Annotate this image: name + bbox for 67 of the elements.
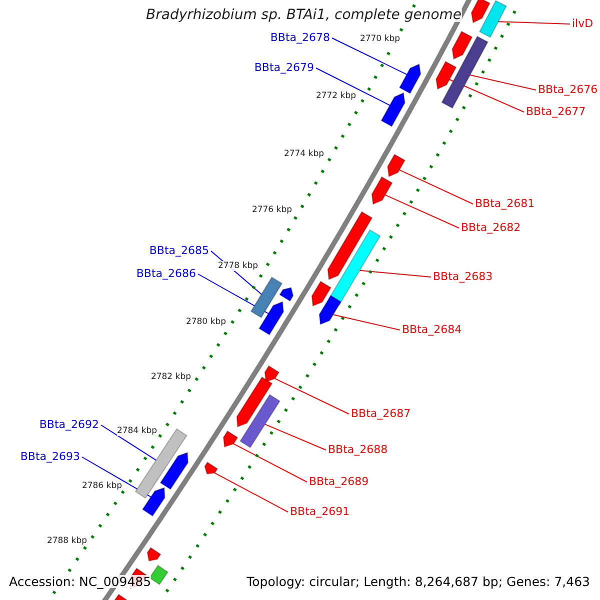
- gene-block: [142, 487, 166, 517]
- gene-block: [452, 30, 473, 60]
- leader-line: [498, 21, 570, 24]
- gene-label: BBta_2677: [526, 105, 586, 118]
- gene-block: [146, 546, 162, 562]
- gene-bar: [441, 36, 488, 109]
- gene-block: [204, 462, 218, 474]
- position-label: 2786 kbp: [82, 481, 122, 491]
- position-label: 2784 kbp: [116, 426, 157, 436]
- gene-label: BBta_2685: [149, 244, 209, 257]
- leader-line: [316, 68, 390, 106]
- gene-bar: [239, 394, 281, 448]
- position-label: 2780 kbp: [186, 317, 226, 327]
- gene-label: BBta_2678: [270, 31, 330, 44]
- gene-block: [236, 376, 273, 428]
- position-label: 2788 kbp: [46, 536, 87, 546]
- leader-line: [100, 424, 157, 461]
- gene-block: [279, 286, 294, 302]
- gene-bar: [250, 276, 283, 318]
- gene-block: [398, 63, 422, 94]
- position-label: 2770 kbp: [360, 34, 400, 44]
- leader-line: [359, 270, 432, 278]
- gene-block: [387, 154, 406, 178]
- gene-label: BBta_2676: [538, 83, 598, 96]
- gene-label: ilvD: [572, 17, 594, 30]
- gene-label: BBta_2683: [433, 270, 493, 283]
- leader-line: [384, 194, 460, 228]
- gene-label: BBta_2689: [309, 475, 369, 488]
- leader-line: [470, 74, 536, 90]
- leader-line: [233, 443, 308, 482]
- leader-line: [399, 169, 474, 204]
- title: Bradyrhizobium sp. BTAi1, complete genome: [146, 9, 462, 22]
- position-label: 2782 kbp: [150, 372, 191, 382]
- position-label: 2778 kbp: [218, 261, 258, 271]
- position-label: 2774 kbp: [284, 149, 324, 159]
- gene-block: [311, 280, 332, 307]
- gene-block: [327, 211, 373, 280]
- gene-label: BBta_2686: [136, 267, 196, 280]
- gene-label: BBta_2682: [461, 221, 521, 234]
- gene-label: BBta_2691: [290, 505, 350, 518]
- leader-line: [264, 424, 326, 450]
- position-label: 2776 kbp: [252, 205, 292, 215]
- genome-stats-text: Topology: circular; Length: 8,264,687 bp; Genes: 7,463: [246, 575, 590, 588]
- gene-block: [264, 365, 280, 382]
- gene-block: [436, 60, 457, 90]
- gene-bar: [148, 564, 169, 586]
- gene-bar: [328, 229, 381, 306]
- gene-block: [258, 301, 284, 336]
- gene-label: BBta_2693: [20, 450, 80, 463]
- gene-label: BBta_2692: [39, 418, 99, 431]
- gene-label: BBta_2688: [328, 443, 388, 456]
- leader-line: [332, 314, 400, 330]
- gene-block: [160, 452, 189, 490]
- gene-bar: [478, 0, 508, 38]
- accession-text: Accession: NC_009485: [9, 575, 152, 588]
- gene-label: BBta_2687: [351, 407, 411, 420]
- leader-line: [214, 472, 288, 512]
- gene-block: [371, 176, 393, 205]
- gene-block: [470, 0, 491, 24]
- leader-line: [274, 378, 350, 414]
- gene-label: BBta_2681: [475, 197, 535, 210]
- gene-block: [380, 92, 406, 128]
- leader-line: [332, 38, 408, 75]
- gene-label: BBta_2684: [402, 323, 462, 336]
- position-label: 2772 kbp: [316, 91, 356, 101]
- gene-label: BBta_2679: [254, 61, 314, 74]
- gene-block: [318, 294, 342, 326]
